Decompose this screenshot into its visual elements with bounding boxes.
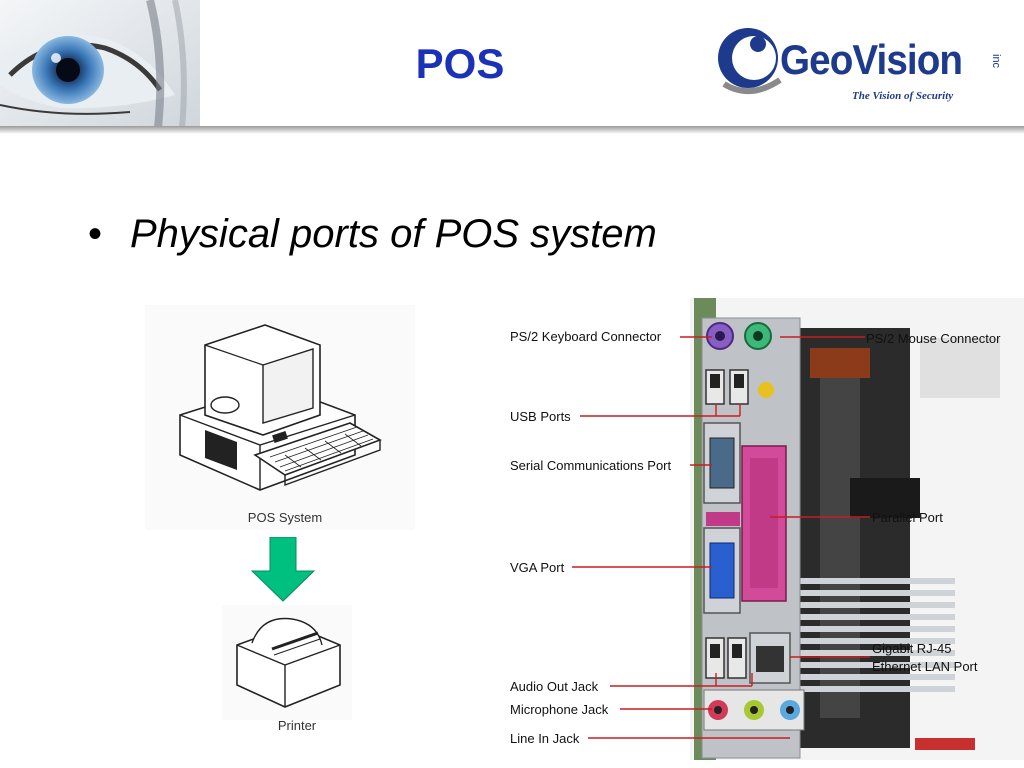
pos-system-caption: POS System	[247, 510, 323, 525]
printer-drawing	[222, 605, 352, 720]
label-line-in: Line In Jack	[510, 731, 580, 746]
logo-suffix: inc	[990, 54, 1002, 69]
bullet-text: Physical ports of POS system	[130, 212, 657, 256]
printer-caption: Printer	[277, 718, 317, 733]
label-ps2-mouse: PS/2 Mouse Connector	[866, 331, 1001, 346]
label-usb-ports: USB Ports	[510, 409, 571, 424]
label-gigabit-line2: Ethernet LAN Port	[872, 659, 978, 674]
label-serial-port: Serial Communications Port	[510, 458, 672, 473]
down-arrow-icon	[250, 537, 316, 602]
slide-header: POS GeoVision inc The Vision of Security	[0, 0, 1024, 140]
eye-image	[0, 0, 200, 128]
logo-brand: GeoVision	[780, 36, 963, 83]
header-divider	[0, 126, 1024, 134]
label-audio-out: Audio Out Jack	[510, 679, 599, 694]
logo-tagline: The Vision of Security	[852, 90, 954, 102]
pos-system-drawing	[145, 305, 415, 530]
motherboard-io-panel	[690, 298, 1024, 760]
geovision-logo	[718, 28, 782, 94]
label-parallel-port: Parallel Port	[872, 510, 943, 525]
label-ps2-keyboard: PS/2 Keyboard Connector	[510, 329, 662, 344]
label-microphone: Microphone Jack	[510, 702, 609, 717]
label-gigabit-line1: Gigabit RJ-45	[872, 641, 952, 656]
bullet-marker: •	[88, 212, 103, 256]
label-vga-port: VGA Port	[510, 560, 565, 575]
slide-title: POS	[415, 40, 505, 87]
